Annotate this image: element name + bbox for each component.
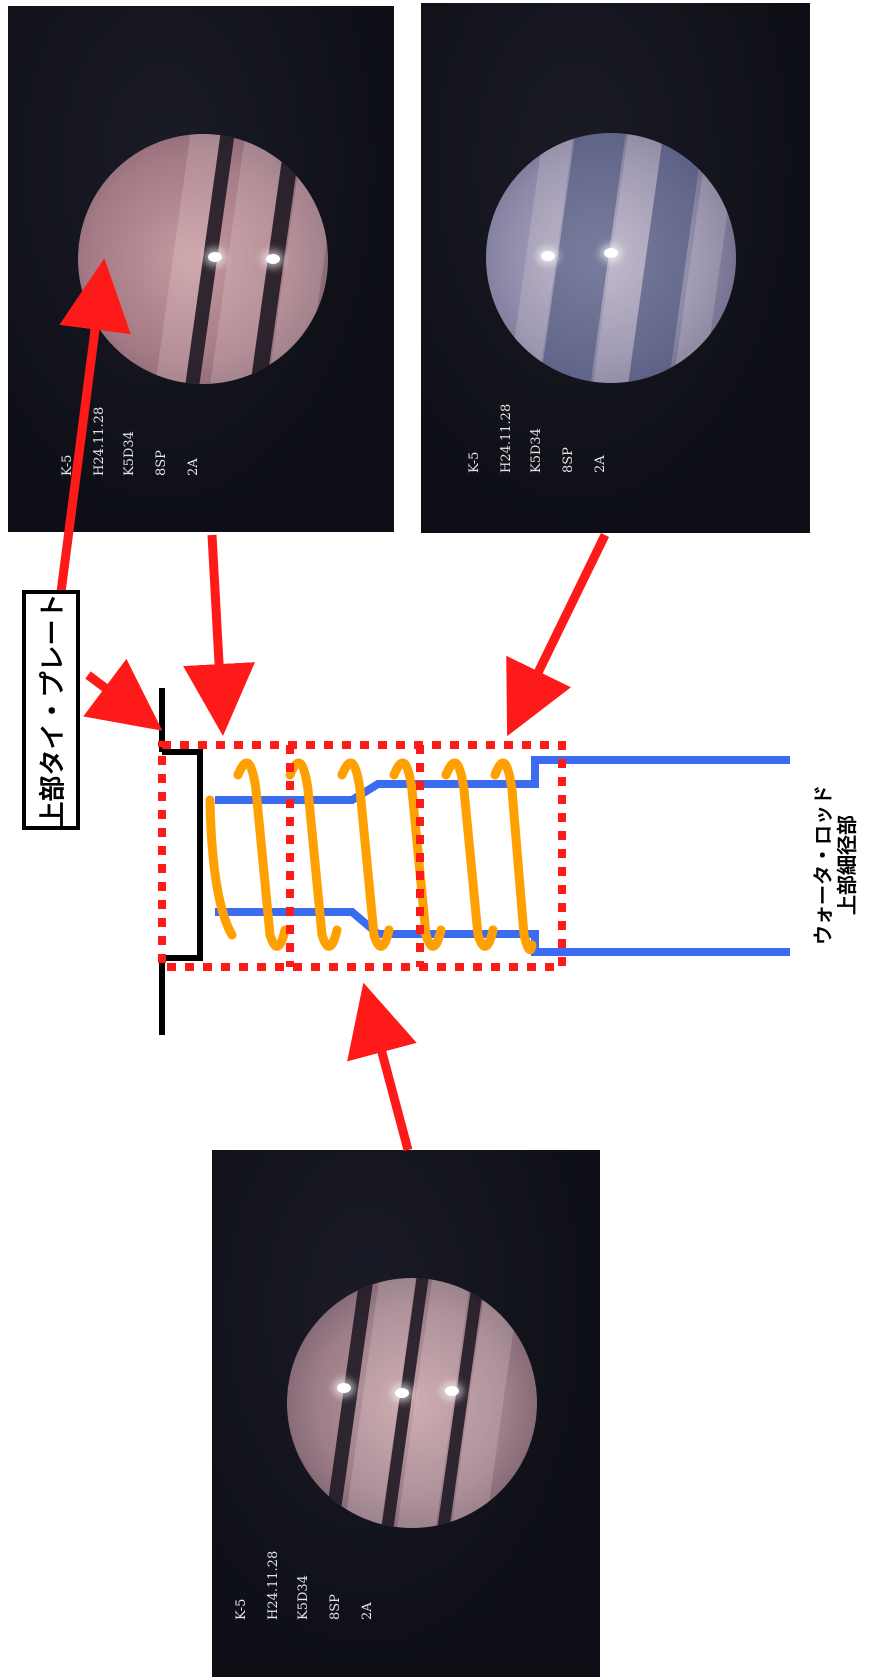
water-rod-label: ウォータ・ロッド 上部細径部 — [800, 765, 870, 965]
overlay-line: 8SP — [328, 1594, 343, 1620]
water-rod-label-line2: 上部細径部 — [835, 785, 859, 945]
tie-plate-label-box: 上部タイ・プレート — [22, 590, 80, 830]
tie-plate-outline — [162, 688, 200, 1035]
water-rod-label-line1: ウォータ・ロッド — [811, 785, 835, 945]
overlay-line: 8SP — [561, 447, 576, 473]
tie-plate-label: 上部タイ・プレート — [33, 593, 70, 827]
overlay-line: H24.11.28 — [499, 404, 514, 473]
camera-photo-bottom: K-5 H24.11.28 K5D34 8SP 2A — [212, 1150, 600, 1677]
inspection-lens-view — [78, 134, 328, 384]
overlay-line: 8SP — [154, 450, 169, 476]
water-rod-outline — [215, 760, 790, 952]
inspection-lens-view — [287, 1278, 537, 1528]
overlay-line: 2A — [360, 1602, 375, 1620]
inspection-zone-boxes — [162, 745, 562, 967]
spring-coils — [210, 763, 532, 950]
overlay-line: K-5 — [234, 1599, 249, 1620]
camera-photo-top-left: K-5 H24.11.28 K5D34 8SP 2A — [8, 6, 394, 532]
overlay-line: 2A — [593, 455, 608, 473]
overlay-line: K5D34 — [529, 428, 544, 473]
overlay-line: K5D34 — [122, 431, 137, 476]
overlay-line: K5D34 — [296, 1575, 311, 1620]
overlay-line: K-5 — [60, 455, 75, 476]
inspection-lens-view — [486, 133, 736, 383]
overlay-line: K-5 — [467, 452, 482, 473]
camera-photo-top-right: K-5 H24.11.28 K5D34 8SP 2A — [421, 3, 810, 533]
overlay-line: H24.11.28 — [92, 407, 107, 476]
overlay-line: H24.11.28 — [266, 1551, 281, 1620]
overlay-line: 2A — [186, 458, 201, 476]
